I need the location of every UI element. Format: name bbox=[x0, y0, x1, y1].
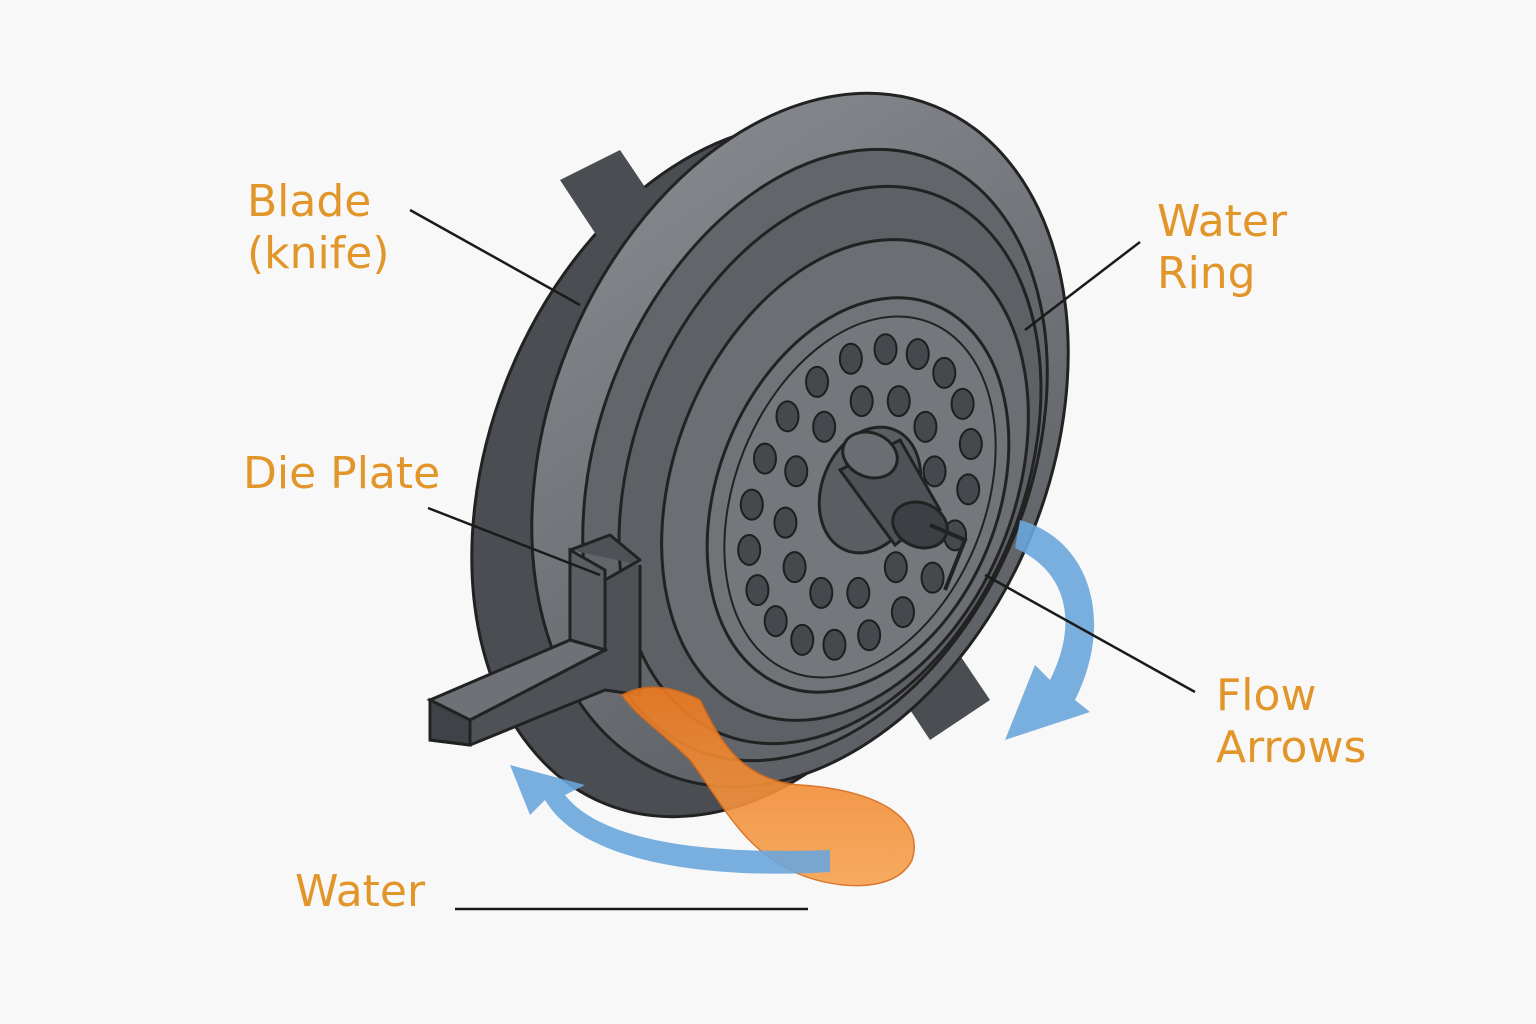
die-hole bbox=[784, 455, 809, 488]
die-hole bbox=[958, 428, 983, 461]
die-hole bbox=[763, 605, 788, 638]
leader-lines bbox=[409, 208, 1196, 911]
label-die-plate: Die Plate bbox=[243, 448, 441, 499]
die-hole bbox=[857, 619, 882, 652]
die-hole bbox=[790, 623, 815, 656]
label-blade: Blade (knife) bbox=[247, 176, 390, 279]
die-hole bbox=[873, 333, 898, 366]
die-hole bbox=[920, 561, 945, 594]
flow-arrows-leader bbox=[984, 573, 1196, 694]
blade-leader bbox=[409, 208, 581, 307]
die-hole bbox=[782, 551, 807, 584]
die-hole bbox=[739, 488, 764, 521]
die-hole bbox=[846, 576, 871, 609]
flow-arrow-left bbox=[510, 765, 830, 874]
die-hole bbox=[922, 455, 947, 488]
shaft bbox=[837, 430, 968, 591]
die-hole bbox=[905, 338, 930, 371]
die-hole bbox=[838, 342, 863, 375]
die-hole bbox=[913, 410, 938, 443]
die-hole bbox=[773, 506, 798, 539]
die-hole bbox=[809, 576, 834, 609]
melt-flow bbox=[620, 686, 915, 887]
die-hole bbox=[737, 533, 762, 566]
die-hole bbox=[812, 410, 837, 443]
label-flow-arrows: Flow Arrows bbox=[1216, 670, 1367, 773]
die-hole bbox=[752, 442, 777, 475]
die-hole bbox=[745, 574, 770, 607]
die-hole bbox=[950, 387, 975, 420]
die-hole bbox=[890, 596, 915, 629]
die-hole bbox=[849, 385, 874, 418]
label-water: Water bbox=[295, 866, 426, 917]
die-hole bbox=[805, 365, 830, 398]
label-water-ring: Water Ring bbox=[1157, 196, 1288, 299]
die-hole bbox=[883, 551, 908, 584]
die-plate-bracket bbox=[426, 533, 642, 747]
die-hole bbox=[956, 473, 981, 506]
water-ring-leader bbox=[1024, 241, 1141, 331]
die-hole bbox=[886, 385, 911, 418]
flow-arrow-right bbox=[1005, 520, 1095, 740]
die-hole bbox=[775, 400, 800, 433]
die-hole bbox=[932, 356, 957, 389]
die-plate-leader bbox=[427, 506, 601, 577]
die-hole bbox=[822, 628, 847, 661]
